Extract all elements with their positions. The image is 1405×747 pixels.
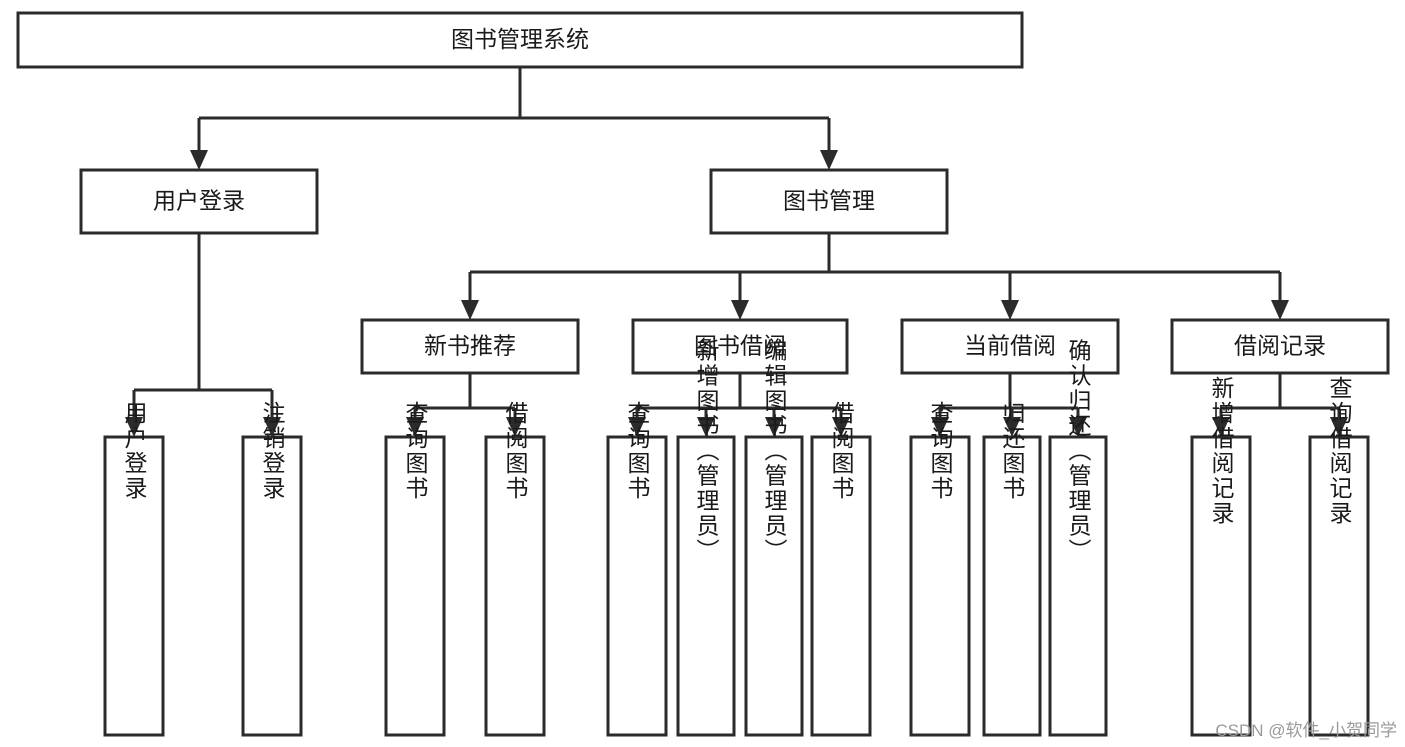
arrow-new-book-rec-to-leaf-borrow-book-1	[506, 417, 524, 437]
node-label-borrow-record: 借阅记录	[1234, 333, 1326, 359]
node-box-borrow-record	[1170, 318, 1390, 375]
arrow-user-login-to-leaf-user-login	[125, 417, 143, 437]
node-box-leaf-query-book-2	[606, 435, 668, 737]
node-leaf-return-book[interactable]: 归还图书	[982, 401, 1042, 737]
node-layer: 图书管理系统用户登录图书管理新书推荐图书借阅当前借阅借阅记录用户登录注销登录查询…	[16, 11, 1390, 737]
node-label-leaf-return-book: 归还图书	[999, 401, 1026, 501]
node-book-management[interactable]: 图书管理	[709, 168, 949, 235]
node-label-user-login: 用户登录	[153, 188, 245, 214]
arrow-borrow-record-to-leaf-add-record	[1212, 417, 1230, 437]
node-book-borrow[interactable]: 图书借阅	[631, 318, 849, 375]
node-user-login[interactable]: 用户登录	[79, 168, 319, 235]
arrow-book-borrow-to-leaf-add-book	[697, 417, 715, 437]
arrow-current-borrow-to-leaf-confirm-return	[1069, 417, 1087, 437]
arrow-book-management-to-current-borrow	[1001, 300, 1019, 320]
node-label-leaf-borrow-book-1: 借阅图书	[502, 401, 529, 501]
arrow-current-borrow-to-leaf-return-book	[1003, 417, 1021, 437]
node-current-borrow[interactable]: 当前借阅	[900, 318, 1120, 375]
node-label-leaf-user-login: 用户登录	[121, 401, 148, 501]
node-label-leaf-confirm-return: 确认归还（管理员）	[1065, 339, 1092, 564]
node-new-book-rec[interactable]: 新书推荐	[360, 318, 580, 375]
arrow-current-borrow-to-leaf-query-book-3	[931, 417, 949, 437]
connector-layer	[125, 67, 1348, 437]
arrow-user-login-to-leaf-logout	[263, 417, 281, 437]
node-box-leaf-edit-book	[744, 435, 804, 737]
node-label-leaf-edit-book: 编辑图书（管理员）	[761, 339, 788, 564]
node-box-current-borrow	[900, 318, 1120, 375]
arrow-book-borrow-to-leaf-borrow-book-2	[832, 417, 850, 437]
node-leaf-confirm-return[interactable]: 确认归还（管理员）	[1048, 339, 1108, 737]
node-box-book-borrow	[631, 318, 849, 375]
node-label-book-borrow: 图书借阅	[694, 333, 786, 359]
node-leaf-edit-book[interactable]: 编辑图书（管理员）	[744, 339, 804, 737]
node-label-leaf-add-record: 新增借阅记录	[1208, 376, 1235, 526]
node-box-leaf-confirm-return	[1048, 435, 1108, 737]
node-label-leaf-borrow-book-2: 借阅图书	[828, 401, 855, 501]
node-label-root: 图书管理系统	[451, 26, 589, 52]
node-leaf-borrow-book-2[interactable]: 借阅图书	[810, 401, 872, 737]
node-box-leaf-query-record	[1308, 435, 1370, 737]
node-box-leaf-borrow-book-2	[810, 435, 872, 737]
node-label-new-book-rec: 新书推荐	[424, 333, 516, 359]
node-box-root	[16, 11, 1024, 69]
node-leaf-query-book-3[interactable]: 查询图书	[909, 401, 971, 737]
arrow-book-management-to-book-borrow	[731, 300, 749, 320]
node-leaf-query-record[interactable]: 查询借阅记录	[1308, 376, 1370, 737]
node-box-leaf-return-book	[982, 435, 1042, 737]
node-borrow-record[interactable]: 借阅记录	[1170, 318, 1390, 375]
arrow-root-to-user-login	[190, 150, 208, 170]
node-leaf-logout[interactable]: 注销登录	[241, 401, 303, 737]
node-root[interactable]: 图书管理系统	[16, 11, 1024, 69]
arrow-book-borrow-to-leaf-edit-book	[765, 417, 783, 437]
node-leaf-query-book-2[interactable]: 查询图书	[606, 401, 668, 737]
node-box-leaf-user-login	[103, 435, 165, 737]
arrow-book-borrow-to-leaf-query-book-2	[628, 417, 646, 437]
node-label-book-management: 图书管理	[783, 188, 875, 214]
node-label-current-borrow: 当前借阅	[964, 333, 1056, 359]
node-leaf-user-login[interactable]: 用户登录	[103, 401, 165, 737]
arrow-book-management-to-new-book-rec	[461, 300, 479, 320]
node-box-leaf-query-book-3	[909, 435, 971, 737]
node-box-leaf-borrow-book-1	[484, 435, 546, 737]
node-box-user-login	[79, 168, 319, 235]
node-box-leaf-logout	[241, 435, 303, 737]
node-label-leaf-add-book: 新增图书（管理员）	[693, 339, 720, 564]
node-box-leaf-query-book-1	[384, 435, 446, 737]
node-label-leaf-query-book-1: 查询图书	[402, 401, 429, 501]
node-leaf-add-book[interactable]: 新增图书（管理员）	[676, 339, 736, 737]
node-label-leaf-query-book-3: 查询图书	[927, 401, 954, 501]
node-label-leaf-query-record: 查询借阅记录	[1326, 376, 1353, 526]
node-leaf-borrow-book-1[interactable]: 借阅图书	[484, 401, 546, 737]
node-leaf-add-record[interactable]: 新增借阅记录	[1190, 376, 1252, 737]
arrow-borrow-record-to-leaf-query-record	[1330, 417, 1348, 437]
node-box-new-book-rec	[360, 318, 580, 375]
node-box-book-management	[709, 168, 949, 235]
node-label-leaf-query-book-2: 查询图书	[624, 401, 651, 501]
arrow-new-book-rec-to-leaf-query-book-1	[406, 417, 424, 437]
arrow-book-management-to-borrow-record	[1271, 300, 1289, 320]
csdn-watermark: CSDN @软件_小贺同学	[1215, 721, 1397, 740]
node-box-leaf-add-record	[1190, 435, 1252, 737]
node-label-leaf-logout: 注销登录	[259, 401, 286, 501]
node-leaf-query-book-1[interactable]: 查询图书	[384, 401, 446, 737]
arrow-root-to-book-management	[820, 150, 838, 170]
node-box-leaf-add-book	[676, 435, 736, 737]
